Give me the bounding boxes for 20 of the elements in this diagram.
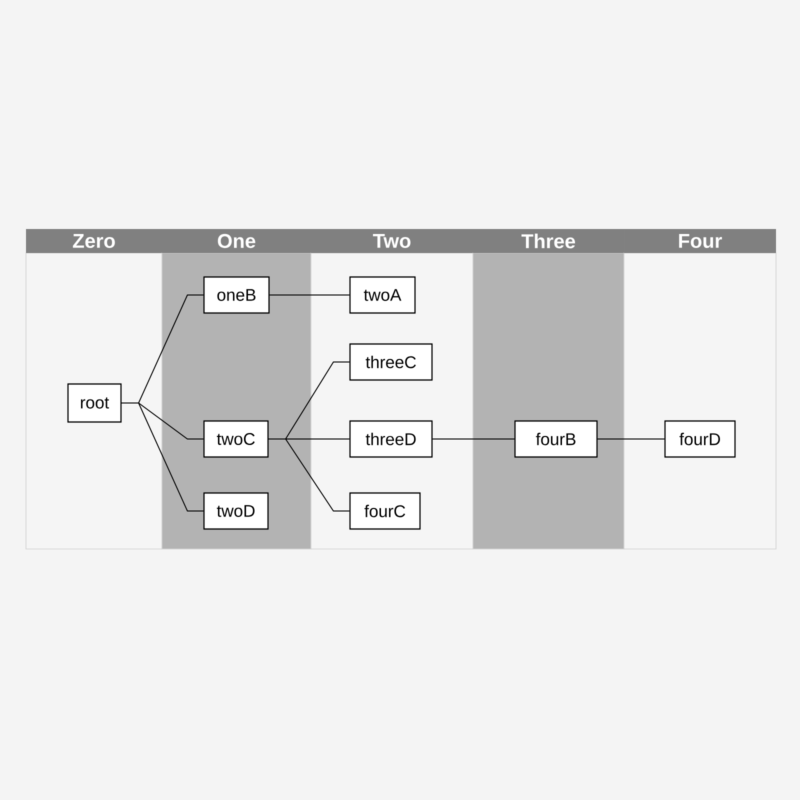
- node-box: twoA: [349, 276, 416, 314]
- column-header: One: [162, 229, 311, 253]
- node-box: root: [67, 383, 122, 423]
- column-header: Two: [311, 229, 473, 253]
- connector: [121, 402, 204, 512]
- connector: [269, 294, 350, 296]
- node-box: fourC: [349, 492, 421, 530]
- connector: [268, 438, 350, 512]
- node-box: twoD: [203, 492, 269, 530]
- node-box: fourD: [664, 420, 736, 458]
- column-header: Three: [473, 229, 624, 253]
- node-box: fourB: [514, 420, 598, 458]
- node-box: oneB: [203, 276, 270, 314]
- connector: [432, 438, 515, 440]
- node-box: threeC: [349, 343, 433, 381]
- column-header: Zero: [26, 229, 162, 253]
- column-header: Four: [624, 229, 776, 253]
- connector: [597, 438, 665, 440]
- node-box: threeD: [349, 420, 433, 458]
- node-box: twoC: [203, 420, 269, 458]
